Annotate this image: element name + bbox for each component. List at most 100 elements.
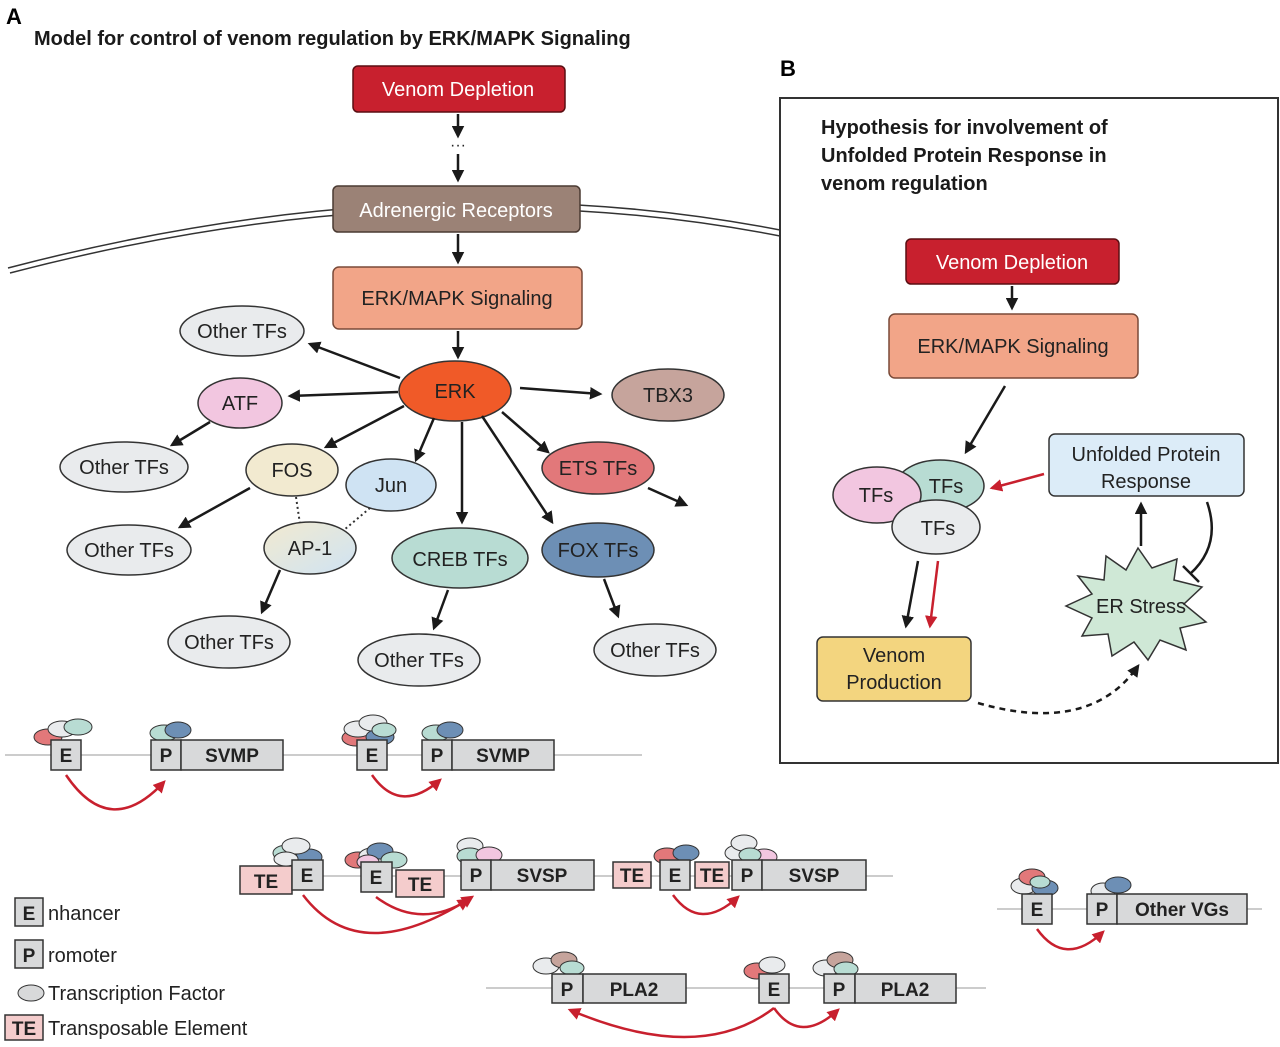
other-tfs-node-3: Other TFs <box>66 524 192 576</box>
enhancer-e-label: E <box>1031 900 1044 921</box>
erk-mapk-box-b: ERK/MAPK Signaling <box>888 313 1139 379</box>
arrow-creb-to-other <box>431 589 450 631</box>
legend-te-label: Transposable Element <box>48 1018 248 1040</box>
legend-te: TE Transposable Element <box>4 1014 248 1041</box>
legend-tf: Transcription Factor <box>17 983 225 1005</box>
other-tfs-label: Other TFs <box>79 457 169 479</box>
panel-b-title-line-1: Hypothesis for involvement of <box>821 117 1108 139</box>
legend-enhancer: E nhancer <box>14 897 121 927</box>
legend-promoter: P romoter <box>14 939 117 969</box>
promoter-p-label: P <box>741 866 754 887</box>
arrow-fos-to-other <box>177 486 251 529</box>
dashed-arrow-venom-to-er <box>977 663 1140 715</box>
fox-tfs-label: FOX TFs <box>558 540 639 562</box>
fos-label: FOS <box>271 460 312 482</box>
venom-depletion-label-b: Venom Depletion <box>936 252 1088 274</box>
panel-a-title: Model for control of venom regulation by… <box>34 28 631 50</box>
pla2-label: PLA2 <box>610 980 659 1001</box>
svmp-label: SVMP <box>205 746 259 767</box>
arrow-ets-out <box>647 486 689 507</box>
enhancer-e-label: E <box>768 980 781 1001</box>
legend-promoter-label: romoter <box>48 945 117 967</box>
svsp-construct-1: TE E E TE P SVSP <box>239 837 595 935</box>
svsp-label: SVSP <box>517 866 568 887</box>
svmp-label: SVMP <box>476 746 530 767</box>
other-tfs-label: Other TFs <box>184 632 274 654</box>
venom-depletion-box-b: Venom Depletion <box>905 238 1120 285</box>
upr-inhibit-er-curve <box>1189 501 1214 575</box>
atf-node: ATF <box>197 377 283 429</box>
other-tfs-node-6: Other TFs <box>593 623 717 677</box>
panel-b-title-line-2: Unfolded Protein Response in <box>821 145 1107 167</box>
tf-gray-label: TFs <box>921 518 955 540</box>
erk-mapk-box-a: ERK/MAPK Signaling <box>332 266 583 330</box>
enhancer-e-label: E <box>366 746 379 767</box>
creb-tfs-node: CREB TFs <box>391 527 529 589</box>
te-label: TE <box>700 866 724 887</box>
other-tfs-node-5: Other TFs <box>357 633 481 687</box>
other-tfs-node-4: Other TFs <box>167 615 291 669</box>
ap1-node: AP-1 <box>263 521 357 575</box>
panel-b-label: B <box>780 56 796 81</box>
tbx3-node: TBX3 <box>611 368 725 422</box>
te-label: TE <box>408 875 432 896</box>
upr-label-line-2: Response <box>1101 471 1191 493</box>
other-vgs-construct: E P Other VGs <box>1010 868 1248 951</box>
ets-tfs-node: ETS TFs <box>541 441 655 495</box>
enhancer-e-label: E <box>669 866 682 887</box>
tf-cluster: TFs TFs TFs <box>832 459 985 555</box>
er-stress-burst: ER Stress <box>1064 546 1208 662</box>
fox-tfs-node: FOX TFs <box>541 522 655 578</box>
other-tfs-label: Other TFs <box>374 650 464 672</box>
jun-node: Jun <box>345 458 437 512</box>
svsp-construct-2: TE E TE P SVSP <box>612 834 867 916</box>
enhancer-e-label: E <box>370 868 383 889</box>
svsp-label: SVSP <box>789 866 840 887</box>
venom-depletion-label-a: Venom Depletion <box>382 79 534 101</box>
ets-tfs-label: ETS TFs <box>559 458 638 480</box>
erk-mapk-label-a: ERK/MAPK Signaling <box>361 288 552 310</box>
legend-promoter-letter: P <box>23 946 36 967</box>
adrenergic-receptors-label: Adrenergic Receptors <box>359 200 552 222</box>
venom-production-box: Venom Production <box>816 636 972 702</box>
erk-node: ERK <box>398 360 512 422</box>
atf-label: ATF <box>222 393 258 415</box>
arrow-atf-to-other <box>169 420 211 447</box>
creb-tfs-label: CREB TFs <box>412 549 507 571</box>
promoter-p-label: P <box>470 866 483 887</box>
te-label: TE <box>254 872 278 893</box>
pla2-label: PLA2 <box>881 980 930 1001</box>
inhibit-bar <box>1182 565 1200 583</box>
pla2-construct: P PLA2 E P PLA2 <box>532 951 957 1039</box>
other-vgs-label: Other VGs <box>1135 900 1229 921</box>
upr-label-line-1: Unfolded Protein <box>1072 444 1221 466</box>
enhancer-e-label: E <box>301 866 314 887</box>
other-tfs-label: Other TFs <box>197 321 287 343</box>
tf-teal-label: TFs <box>929 476 963 498</box>
legend-te-letters: TE <box>12 1019 36 1040</box>
promoter-p-label: P <box>160 746 173 767</box>
other-tfs-node-1: Other TFs <box>179 305 305 357</box>
arrow-tfs-to-venom-black <box>901 560 920 629</box>
ap1-label: AP-1 <box>288 538 332 560</box>
tf-pink <box>832 466 922 524</box>
venom-depletion-box-a: Venom Depletion <box>352 65 566 113</box>
upr-box: Unfolded Protein Response <box>1048 433 1245 497</box>
tbx3-label: TBX3 <box>643 385 693 407</box>
promoter-p-label: P <box>1096 900 1109 921</box>
erk-mapk-label-b: ERK/MAPK Signaling <box>917 336 1108 358</box>
other-tfs-label: Other TFs <box>84 540 174 562</box>
arrow-tfs-to-venom-red <box>925 560 940 629</box>
promoter-p-label: P <box>561 980 574 1001</box>
ellipsis-dots: ··· <box>450 137 466 154</box>
jun-label: Jun <box>375 475 407 497</box>
tf-gray <box>891 499 981 555</box>
adrenergic-receptors-box: Adrenergic Receptors <box>332 185 581 233</box>
legend-enhancer-label: nhancer <box>48 903 121 925</box>
erk-label: ERK <box>434 381 476 403</box>
erk-arrows <box>287 341 603 525</box>
panel-a-label: A <box>6 4 22 29</box>
promoter-p-label: P <box>431 746 444 767</box>
venom-production-line-2: Production <box>846 672 942 694</box>
